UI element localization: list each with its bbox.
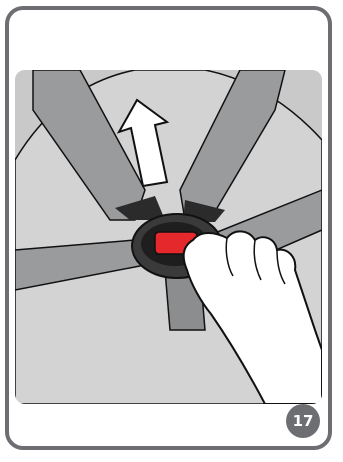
step-number-badge: 17 xyxy=(286,404,320,438)
instruction-card: 17 xyxy=(5,6,332,450)
instruction-illustration xyxy=(15,70,322,404)
buckle-release-illustration xyxy=(15,70,322,404)
